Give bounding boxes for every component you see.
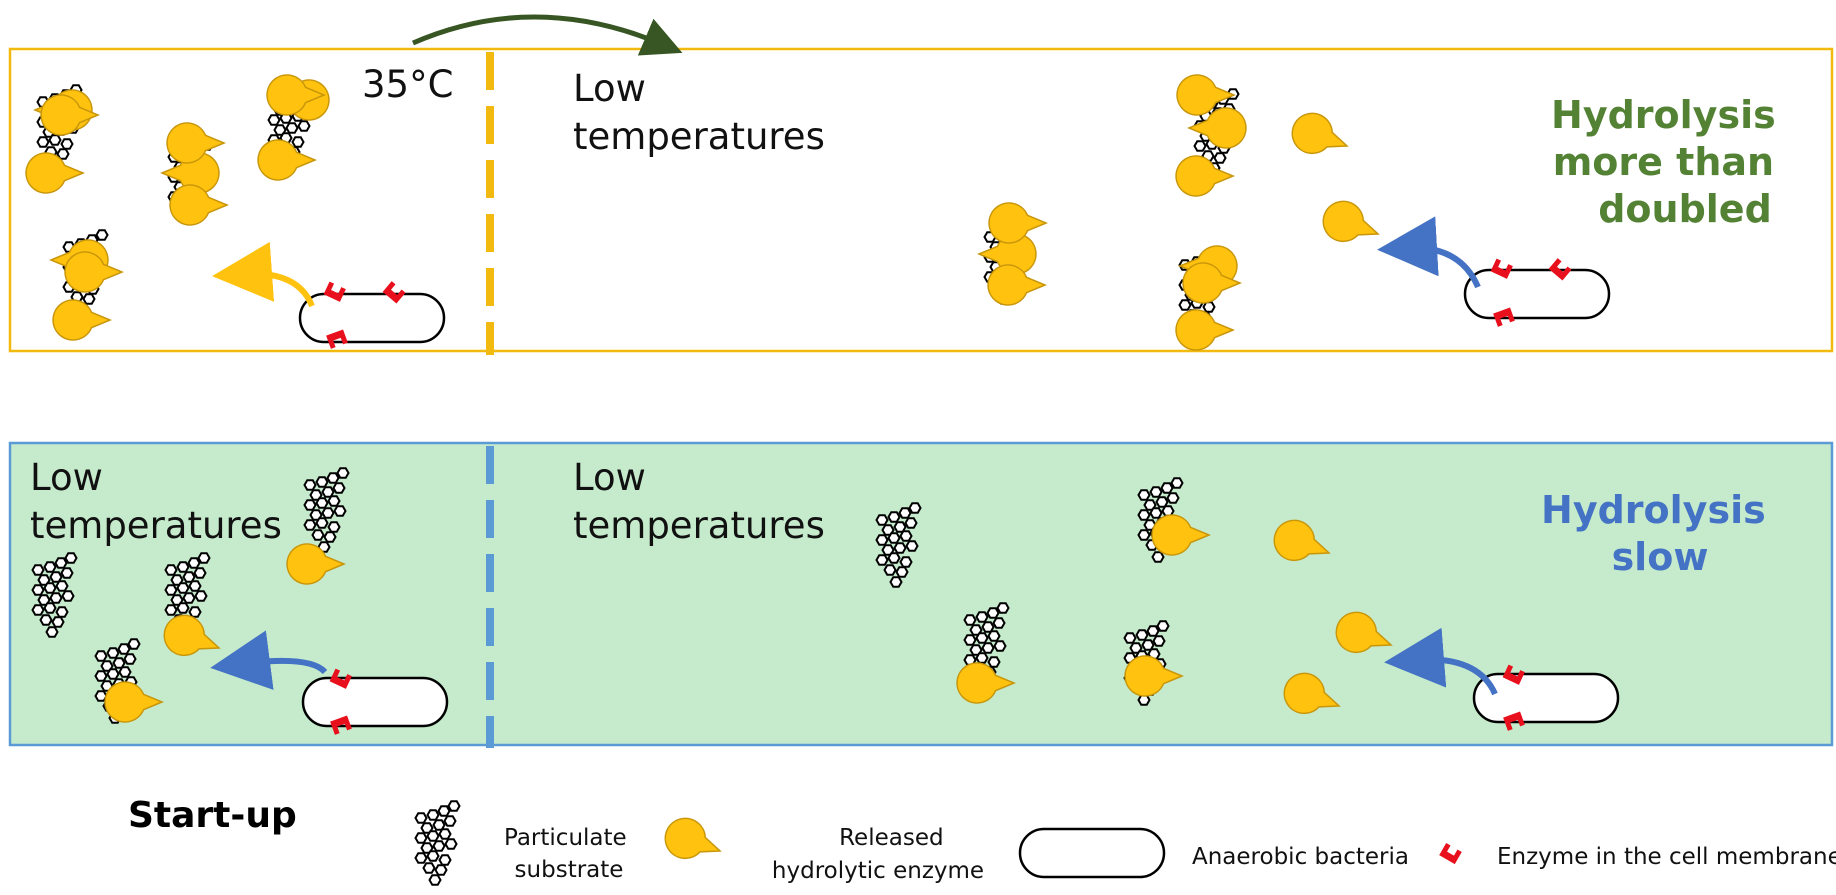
anaerobic-bacteria-icon <box>1018 827 1166 879</box>
bottom-left-label-line: Low <box>30 456 103 499</box>
legend-label-line: Anaerobic bacteria <box>1192 844 1409 870</box>
bottom-left-label-line: temperatures <box>30 504 282 547</box>
top-result-line: more than <box>1553 140 1774 184</box>
anaerobic-bacteria-icon <box>1463 268 1611 320</box>
legend-label: Anaerobic bacteria <box>1192 844 1409 870</box>
bottom-left-label: Low temperatures <box>30 456 282 547</box>
anaerobic-bacteria-icon <box>1472 672 1620 724</box>
top-right-label-line: Low <box>573 67 646 110</box>
transition-arrow <box>412 14 683 56</box>
bottom-result-line: slow <box>1612 535 1709 579</box>
top-panel: 35°C Low temperatures Hydrolysis more th… <box>8 14 1834 355</box>
release-arrow <box>212 241 315 308</box>
bottom-right-label-line: Low <box>573 456 646 499</box>
legend-label-line: substrate <box>515 857 624 883</box>
legend-label-line: Particulate <box>504 825 627 851</box>
membrane-enzyme-icon <box>1439 843 1462 865</box>
bottom-result-line: Hydrolysis <box>1541 488 1766 532</box>
top-right-label: Low temperatures <box>573 67 825 158</box>
temp-label: 35°C <box>362 63 453 106</box>
release-arrow <box>1377 216 1481 289</box>
legend-label-line: hydrolytic enzyme <box>772 858 984 884</box>
legend: Start-up Particulate substrate Released … <box>128 795 1836 886</box>
top-result-line: Hydrolysis <box>1551 93 1776 137</box>
legend-label: Enzyme in the cell membrane <box>1497 844 1836 870</box>
hydrolytic-enzyme-icon <box>658 811 728 871</box>
legend-label-line: Released <box>839 825 943 851</box>
bottom-result: Hydrolysis slow <box>1541 488 1779 579</box>
legend-label: Particulate substrate <box>504 825 634 883</box>
top-right-label-line: temperatures <box>573 115 825 158</box>
legend-title: Start-up <box>128 795 297 836</box>
particulate-substrate-icon <box>414 800 461 886</box>
release-arrow <box>1384 627 1498 696</box>
legend-label: Released hydrolytic enzyme <box>772 825 984 884</box>
legend-label-line: Enzyme in the cell membrane <box>1497 844 1836 870</box>
anaerobic-bacteria-icon <box>301 676 449 728</box>
bottom-panel: Low temperatures Low temperatures Hydrol… <box>8 441 1834 748</box>
release-arrow <box>210 630 328 690</box>
anaerobic-bacteria-icon <box>298 292 446 344</box>
bottom-right-label-line: temperatures <box>573 504 825 547</box>
bottom-right-label: Low temperatures <box>573 456 825 547</box>
top-result-line: doubled <box>1598 187 1772 231</box>
top-result: Hydrolysis more than doubled <box>1551 93 1789 231</box>
